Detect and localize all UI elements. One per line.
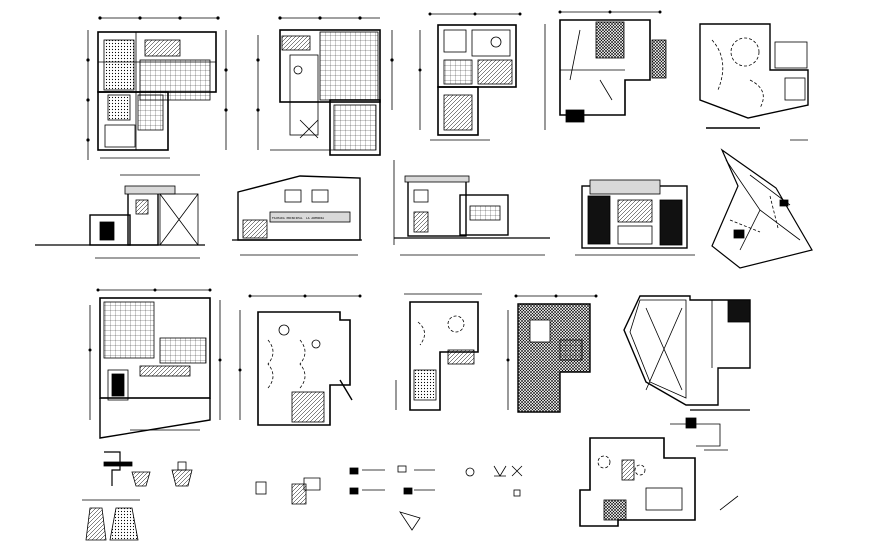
section-1: [575, 179, 695, 256]
facade-sign-1: FACHADA PRINCIPAL: [272, 216, 303, 220]
floor-plan-1: [86, 16, 228, 160]
isometric-1: [711, 148, 813, 269]
hatched-plan-1: [506, 294, 598, 413]
installation-plan-1: [699, 23, 809, 141]
installation-plan-2: [579, 417, 739, 527]
floor-plan-6: [88, 288, 222, 439]
roof-plan-2: [623, 295, 751, 411]
floor-plan-3: [418, 12, 522, 141]
symbols-legend: [255, 465, 523, 531]
facade-sign-2: LA ARMONIA: [306, 216, 324, 220]
electrical-plan-2: [395, 293, 482, 411]
floor-plan-2: [256, 16, 394, 156]
elevation-1: [35, 174, 205, 259]
elevation-2: FACHADA PRINCIPAL LA ARMONIA: [232, 175, 362, 256]
foundation-details: [82, 451, 193, 541]
electrical-plan-1: [238, 294, 362, 426]
roof-plan-1: [544, 10, 667, 130]
elevation-3: [393, 160, 550, 256]
